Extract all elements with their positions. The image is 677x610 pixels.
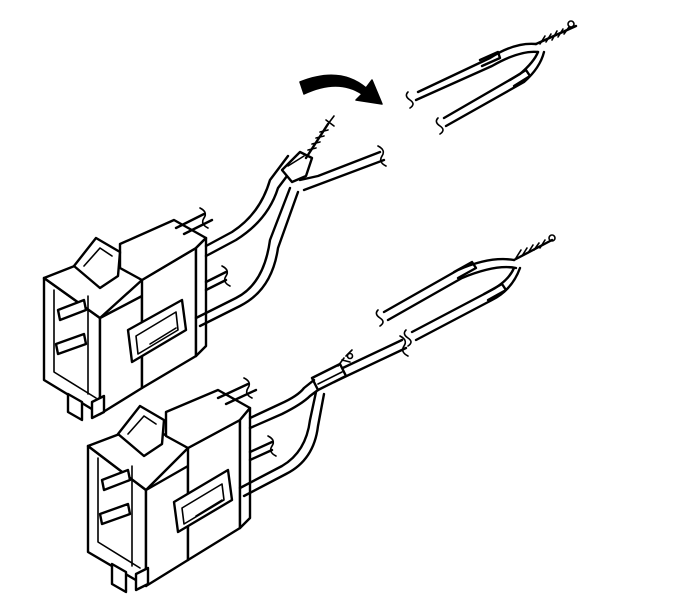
replacement-wire-pair-middle [375, 234, 556, 347]
lower-splice [310, 335, 409, 392]
direction-arrow [299, 74, 383, 105]
lower-connector [86, 377, 326, 594]
upper-splice [280, 115, 387, 192]
replacement-wire-pair-top [405, 20, 578, 135]
upper-connector [42, 154, 300, 422]
